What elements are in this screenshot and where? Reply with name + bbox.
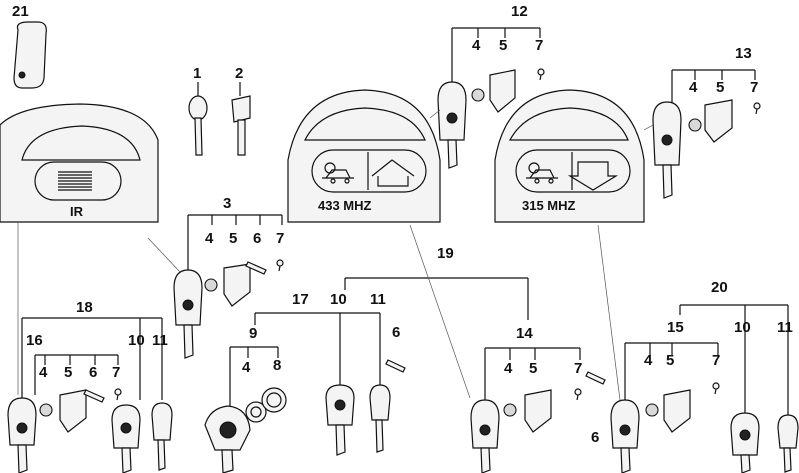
callout-9: 9 <box>249 325 257 342</box>
card-315mhz: 315 MHZ <box>494 89 645 223</box>
callout-7-g16: 7 <box>112 364 120 381</box>
callout-4-g9: 4 <box>242 359 251 376</box>
callout-18: 18 <box>76 299 93 316</box>
house-up-icon <box>371 159 415 187</box>
callout-5-g12: 5 <box>499 37 507 54</box>
callout-11-g20: 11 <box>777 319 793 336</box>
callout-numbers: 21 1 2 3 12 13 18 16 17 19 14 20 15 9 8 … <box>12 3 793 446</box>
group-18 <box>7 317 173 473</box>
callout-7-g3: 7 <box>276 230 284 247</box>
callout-11-g17: 11 <box>370 291 386 308</box>
screw-7f-icon <box>712 382 720 395</box>
callout-6-g16: 6 <box>89 364 97 381</box>
card-433-label: 433 MHZ <box>318 198 372 213</box>
callout-17: 17 <box>292 291 309 308</box>
callout-10-g20: 10 <box>734 319 751 336</box>
card-433mhz: 433 MHZ <box>287 89 441 223</box>
callout-7-g13: 7 <box>750 79 758 96</box>
callout-4-g12: 4 <box>472 37 481 54</box>
leader-lines <box>17 109 654 401</box>
callout-4-g14: 4 <box>504 360 513 377</box>
car-lock-icon <box>322 162 354 184</box>
callout-15: 15 <box>667 319 684 336</box>
callout-13: 13 <box>735 45 752 62</box>
callout-6-g14: 6 <box>591 429 599 446</box>
group-17 <box>204 312 391 473</box>
callout-6-g3: 6 <box>253 230 261 247</box>
callout-10-g18: 10 <box>128 332 145 349</box>
screw-7b-icon <box>753 102 761 115</box>
callout-6-g17: 6 <box>392 324 400 341</box>
callout-10-g17: 10 <box>330 291 347 308</box>
callout-7-g15: 7 <box>712 352 720 369</box>
group-20 <box>610 304 799 473</box>
key-1 <box>188 82 208 156</box>
card-ir: IR <box>0 103 159 223</box>
callout-21: 21 <box>12 3 29 20</box>
callout-4-g16: 4 <box>39 364 48 381</box>
group-13 <box>652 69 761 199</box>
screw-7e-icon <box>574 388 582 401</box>
part-6-bar <box>385 359 406 373</box>
callout-7-g14: 7 <box>574 360 582 377</box>
callout-4-g13: 4 <box>689 79 698 96</box>
ir-window-icon <box>58 171 92 191</box>
group-19 <box>344 277 606 473</box>
key-2 <box>231 82 251 156</box>
house-down-icon <box>567 161 619 191</box>
callout-5-g3: 5 <box>229 230 237 247</box>
callout-16: 16 <box>26 332 43 349</box>
callout-5-g13: 5 <box>716 79 724 96</box>
callout-19: 19 <box>437 245 454 262</box>
callout-5-g16: 5 <box>64 364 72 381</box>
callout-3: 3 <box>223 195 231 212</box>
callout-20: 20 <box>711 279 728 296</box>
card-315-label: 315 MHZ <box>522 198 576 213</box>
screw-7d-icon <box>114 388 122 401</box>
callout-4-g15: 4 <box>644 352 653 369</box>
callout-14: 14 <box>516 325 533 342</box>
screw-7c-icon <box>276 259 284 272</box>
callout-5-g15: 5 <box>666 352 674 369</box>
callout-11-g18: 11 <box>152 332 168 349</box>
group-12 <box>437 27 545 169</box>
callout-1: 1 <box>193 65 201 82</box>
callout-4-g3: 4 <box>205 230 214 247</box>
screw-7-icon <box>537 68 545 81</box>
callout-7-g12: 7 <box>535 37 543 54</box>
callout-5-g14: 5 <box>529 360 537 377</box>
card-ir-label: IR <box>70 204 84 219</box>
callout-12: 12 <box>511 3 528 20</box>
car-unlock-icon <box>526 162 558 184</box>
callout-8: 8 <box>273 357 281 374</box>
callout-2: 2 <box>235 65 243 82</box>
group-3 <box>173 214 284 359</box>
part-21-cover <box>13 21 47 89</box>
